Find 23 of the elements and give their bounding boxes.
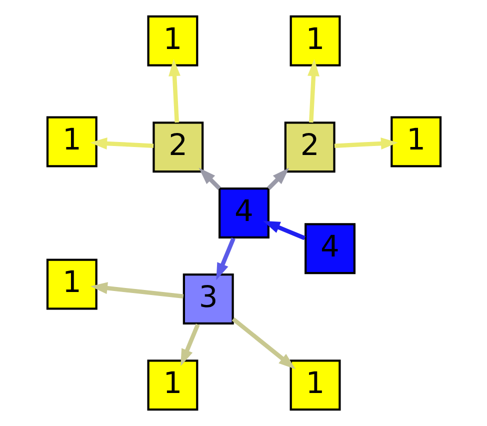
arrow — [168, 59, 180, 123]
node-box: 2 — [152, 122, 204, 173]
node-box: 4 — [304, 223, 356, 274]
node-box: 2 — [284, 122, 335, 173]
node-box: 1 — [289, 15, 340, 66]
node-box: 1 — [146, 360, 198, 411]
arrow — [90, 282, 184, 298]
arrow — [231, 317, 296, 370]
arrow — [262, 220, 305, 240]
node-box: 1 — [46, 116, 97, 168]
arrow — [216, 238, 235, 280]
node-box: 1 — [146, 15, 198, 66]
node-box: 3 — [182, 274, 234, 325]
arrow — [266, 168, 289, 190]
node-box: 1 — [390, 116, 442, 168]
arrow — [90, 138, 154, 150]
node-box: 1 — [46, 258, 97, 310]
node-box: 4 — [218, 188, 269, 238]
arrow — [307, 59, 319, 123]
node-box: 1 — [289, 360, 340, 411]
arrow — [334, 138, 398, 150]
arrow — [198, 168, 220, 190]
arrow — [180, 324, 200, 366]
